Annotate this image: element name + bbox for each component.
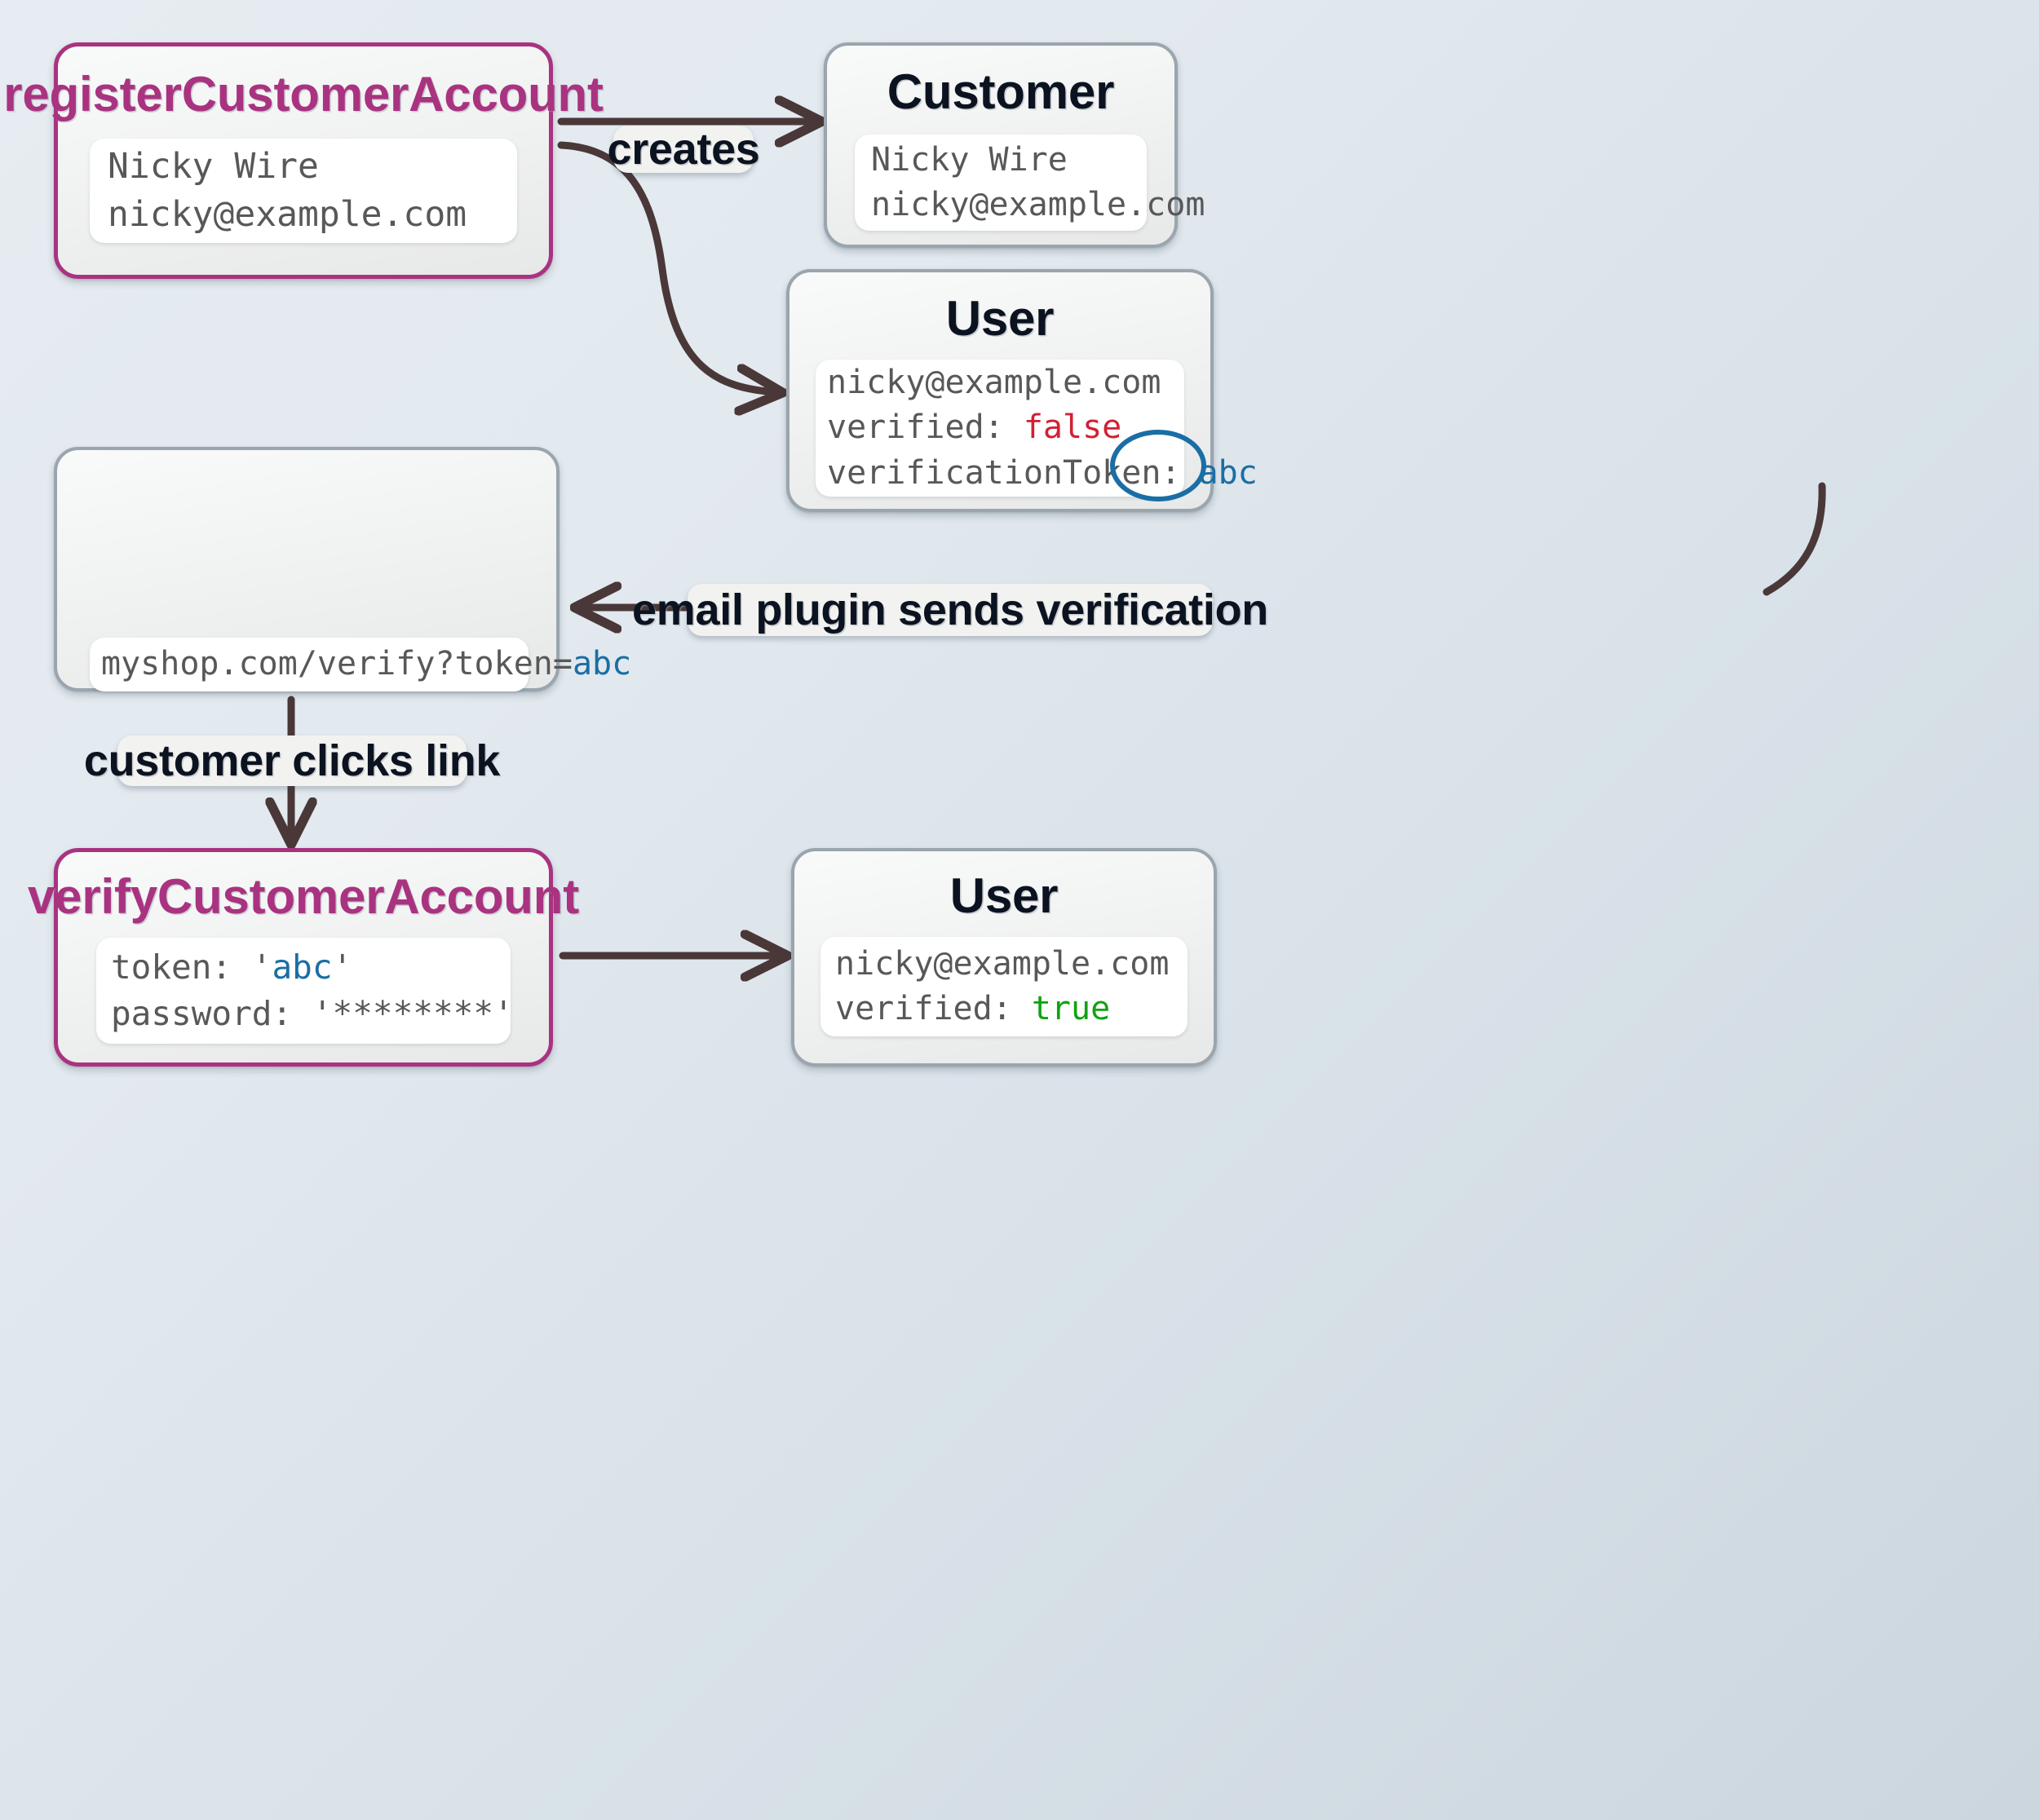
edge-label-email-plugin-sends-verification: email plugin sends verification xyxy=(632,584,1268,636)
edge-label-customer-clicks-link: customer clicks link xyxy=(83,736,501,786)
node-verify-title: verifyCustomerAccount xyxy=(28,869,579,924)
field-token: token: 'abc' xyxy=(111,944,496,991)
node-user-unverified[interactable]: User nicky@example.com verified: false v… xyxy=(786,269,1258,512)
node-customer[interactable]: Customer Nicky Wire nicky@example.com xyxy=(824,42,1205,248)
field-token-prefix: token: ' xyxy=(111,948,272,987)
field-name: Nicky Wire xyxy=(108,145,319,187)
field-email: nicky@example.com xyxy=(108,194,467,235)
node-verification-email[interactable]: myshop.com/verify?token=abc xyxy=(54,447,631,1019)
field-verified-label: verified: xyxy=(835,990,1032,1027)
field-email: nicky@example.com xyxy=(835,944,1170,983)
node-register-customer-account[interactable]: registerCustomerAccount Nicky Wire nicky… xyxy=(3,42,604,279)
node-register-fields: Nicky Wire nicky@example.com xyxy=(90,139,517,243)
node-user-unverified-title: User xyxy=(945,291,1055,346)
field-token-value: abc xyxy=(272,948,333,987)
node-customer-fields: Nicky Wire nicky@example.com xyxy=(855,135,1205,231)
node-verify-customer-account[interactable]: verifyCustomerAccount token: 'abc' passw… xyxy=(28,848,579,1067)
field-url: myshop.com/verify?token=abc xyxy=(101,642,631,687)
field-email: nicky@example.com xyxy=(871,186,1205,223)
field-url-prefix: myshop.com/verify?token= xyxy=(101,645,573,683)
field-token-value: abc xyxy=(1198,453,1258,492)
field-url-token: abc xyxy=(572,645,632,683)
node-verify-fields: token: 'abc' password: '********' xyxy=(96,938,514,1044)
field-verified-value: false xyxy=(1023,409,1122,447)
field-name: Nicky Wire xyxy=(871,140,1068,179)
node-user-verified-fields: nicky@example.com verified: true xyxy=(820,937,1188,1036)
edge-creates-user xyxy=(557,141,776,392)
field-verified-value: true xyxy=(1031,990,1111,1027)
field-token-suffix: ' xyxy=(332,948,353,987)
node-register-title: registerCustomerAccount xyxy=(3,67,604,121)
node-email-url-field: myshop.com/verify?token=abc xyxy=(90,638,631,691)
field-verified: verified: true xyxy=(835,987,1173,1031)
node-user-verified[interactable]: User nicky@example.com verified: true xyxy=(791,848,1217,1067)
field-email: nicky@example.com xyxy=(827,364,1161,402)
field-verified: verified: false xyxy=(827,405,1173,450)
edge-label-creates: creates xyxy=(607,125,760,174)
token-highlight-ellipse xyxy=(1110,430,1206,501)
node-user-unverified-fields: nicky@example.com verified: false verifi… xyxy=(816,360,1258,501)
field-password: password: '********' xyxy=(111,994,514,1033)
field-verified-label: verified: xyxy=(827,409,1024,447)
node-customer-title: Customer xyxy=(887,64,1115,119)
node-user-verified-title: User xyxy=(949,868,1059,923)
